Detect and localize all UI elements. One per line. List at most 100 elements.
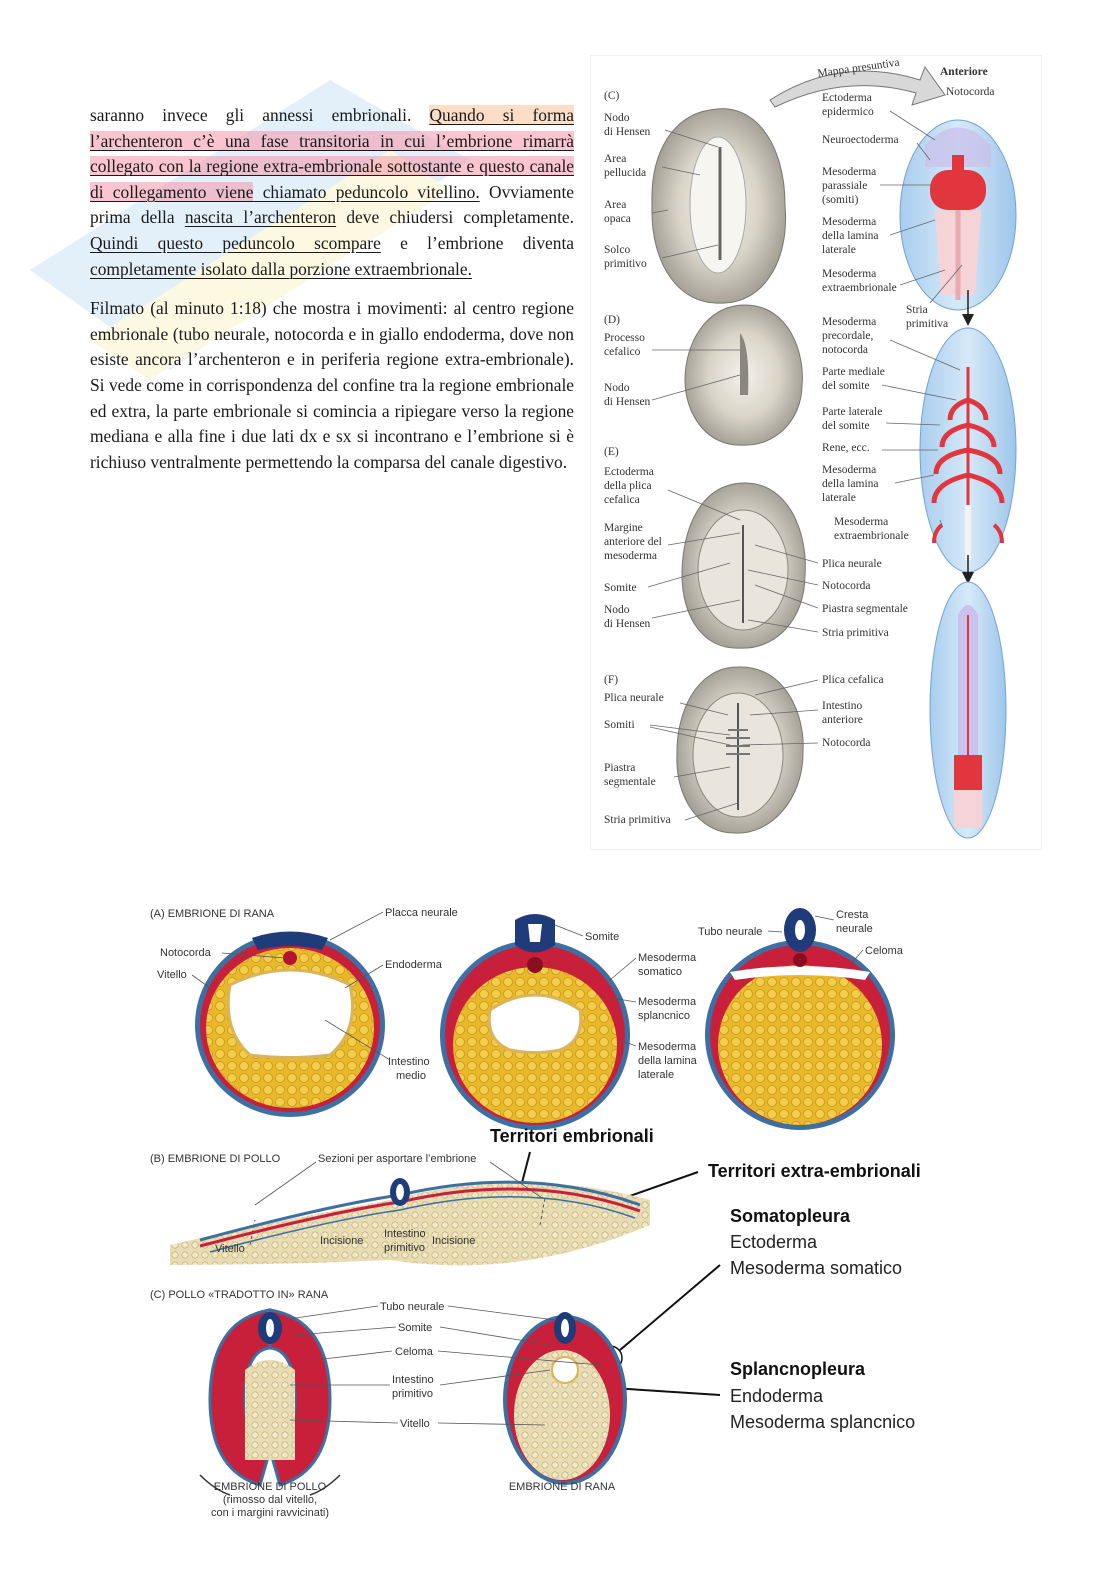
p1-e: Ovviamente prima della bbox=[90, 181, 574, 228]
svg-text:Somite: Somite bbox=[604, 582, 637, 594]
svg-text:cefalico: cefalico bbox=[604, 346, 641, 358]
svg-text:Mesoderma: Mesoderma bbox=[822, 216, 876, 228]
figure-cross-sections: (A) EMBRIONE DI RANA Placca neurale Noto… bbox=[150, 907, 921, 1519]
svg-text:Cresta: Cresta bbox=[836, 909, 869, 921]
p1-a: saranno invece gli annessi embrionali. bbox=[90, 105, 430, 125]
svg-text:Plica neurale: Plica neurale bbox=[822, 558, 882, 570]
title-B: (B) EMBRIONE DI POLLO bbox=[150, 1153, 281, 1165]
svg-text:Mesoderma: Mesoderma bbox=[822, 464, 876, 476]
svg-text:della lamina: della lamina bbox=[822, 478, 879, 490]
svg-text:Area: Area bbox=[604, 153, 626, 165]
svg-text:(somiti): (somiti) bbox=[822, 194, 859, 206]
svg-text:Vitello: Vitello bbox=[157, 969, 187, 981]
presumptive-map-3 bbox=[929, 581, 1007, 839]
svg-text:primitivo: primitivo bbox=[384, 1242, 425, 1254]
label-territori-embrionali: Territori embrionali bbox=[490, 1126, 654, 1146]
frog-section-2 bbox=[440, 914, 630, 1130]
svg-text:Incisione: Incisione bbox=[320, 1235, 363, 1247]
svg-text:precordale,: precordale, bbox=[822, 330, 874, 342]
svg-text:Vitello: Vitello bbox=[215, 1243, 245, 1255]
svg-text:Somiti: Somiti bbox=[604, 719, 635, 731]
svg-text:Stria primitiva: Stria primitiva bbox=[822, 627, 889, 639]
labels-C: Tubo neurale Somite Celoma Intestinoprim… bbox=[380, 1301, 444, 1430]
svg-text:Intestino: Intestino bbox=[388, 1056, 430, 1068]
svg-text:laterale: laterale bbox=[822, 492, 856, 504]
labels-C-right: Ectoderma epidermico Neuroectoderma Mesod… bbox=[822, 92, 899, 294]
letter-D: (D) bbox=[604, 314, 620, 326]
svg-text:epidermico: epidermico bbox=[822, 106, 874, 118]
svg-text:Vitello: Vitello bbox=[400, 1418, 430, 1430]
paragraph-2: Filmato (al minuto 1:18) che mostra i mo… bbox=[90, 298, 574, 472]
svg-text:Plica neurale: Plica neurale bbox=[604, 692, 664, 704]
body-text: saranno invece gli annessi embrionali. Q… bbox=[90, 103, 574, 489]
caption-pollo: EMBRIONE DI POLLO (rimosso dal vitello, … bbox=[211, 1481, 329, 1519]
svg-text:Intestino: Intestino bbox=[822, 700, 862, 712]
frog-section-3 bbox=[705, 908, 895, 1130]
svg-text:Solco: Solco bbox=[604, 244, 630, 256]
p1-g: deve chiudersi completamente. bbox=[336, 207, 574, 228]
svg-text:Notocorda: Notocorda bbox=[822, 580, 871, 592]
svg-text:Tubo neurale: Tubo neurale bbox=[380, 1301, 444, 1313]
svg-text:Notocorda: Notocorda bbox=[822, 737, 871, 749]
svg-text:Somite: Somite bbox=[585, 931, 619, 943]
svg-text:Piastra segmentale: Piastra segmentale bbox=[822, 603, 908, 615]
svg-text:somatico: somatico bbox=[638, 966, 682, 978]
presumptive-map-1 bbox=[899, 119, 1017, 311]
svg-text:anteriore del: anteriore del bbox=[604, 536, 662, 548]
labels-B: Vitello Incisione Intestino primitivo Inc… bbox=[215, 1228, 475, 1255]
frog-section-1 bbox=[195, 931, 385, 1117]
svg-text:Notocorda: Notocorda bbox=[160, 947, 212, 959]
svg-text:Mesoderma: Mesoderma bbox=[822, 316, 876, 328]
p1-h: Quindi questo peduncolo scompare bbox=[90, 232, 381, 253]
svg-text:Nodo: Nodo bbox=[604, 112, 630, 124]
svg-text:del somite: del somite bbox=[822, 420, 870, 432]
svg-text:con i margini ravvicinati): con i margini ravvicinati) bbox=[211, 1507, 329, 1519]
letter-E: (E) bbox=[604, 446, 619, 458]
svg-text:cefalica: cefalica bbox=[604, 494, 640, 506]
svg-text:opaca: opaca bbox=[604, 213, 631, 225]
svg-text:(rimosso dal vitello,: (rimosso dal vitello, bbox=[223, 1494, 317, 1506]
p1-d: chiamato peduncolo vitellino. bbox=[253, 181, 480, 202]
svg-text:Celoma: Celoma bbox=[395, 1346, 434, 1358]
svg-text:Piastra: Piastra bbox=[604, 762, 635, 774]
svg-text:Ectoderma: Ectoderma bbox=[822, 92, 872, 104]
svg-text:Mesoderma: Mesoderma bbox=[822, 166, 876, 178]
arrow-mappa-presuntiva bbox=[769, 65, 946, 108]
svg-text:Parte laterale: Parte laterale bbox=[822, 406, 882, 418]
svg-text:Margine: Margine bbox=[604, 522, 643, 534]
svg-text:Somite: Somite bbox=[398, 1322, 432, 1334]
caption-rana: EMBRIONE DI RANA bbox=[509, 1481, 616, 1493]
svg-text:Incisione: Incisione bbox=[432, 1235, 475, 1247]
svg-text:laterale: laterale bbox=[638, 1069, 674, 1081]
svg-text:pellucida: pellucida bbox=[604, 167, 646, 179]
svg-text:extraembrionale: extraembrionale bbox=[822, 282, 897, 294]
letter-C: (C) bbox=[604, 90, 620, 102]
svg-text:Mesoderma: Mesoderma bbox=[822, 268, 876, 280]
svg-text:Parte mediale: Parte mediale bbox=[822, 366, 885, 378]
svg-text:extraembrionale: extraembrionale bbox=[834, 530, 909, 542]
figure-chick-stages: Mappa presuntiva Anteriore Notocorda (C)… bbox=[590, 55, 1042, 850]
p1-highlight-orange: Quando si forma bbox=[429, 105, 574, 125]
splancnopleura-item-1: Endoderma bbox=[730, 1386, 824, 1406]
svg-text:Celoma: Celoma bbox=[865, 945, 904, 957]
svg-text:Nodo: Nodo bbox=[604, 604, 630, 616]
svg-text:Mesoderma: Mesoderma bbox=[638, 996, 697, 1008]
svg-text:Intestino: Intestino bbox=[384, 1228, 426, 1240]
svg-text:splancnico: splancnico bbox=[638, 1010, 690, 1022]
svg-text:della lamina: della lamina bbox=[822, 230, 879, 242]
svg-text:Mesoderma: Mesoderma bbox=[834, 516, 888, 528]
svg-text:Rene, ecc.: Rene, ecc. bbox=[822, 442, 870, 454]
title-C: (C) POLLO «TRADOTTO IN» RANA bbox=[150, 1289, 329, 1301]
svg-text:EMBRIONE DI POLLO: EMBRIONE DI POLLO bbox=[214, 1481, 327, 1493]
label-splancnopleura: Splancnopleura bbox=[730, 1359, 866, 1379]
svg-text:Processo: Processo bbox=[604, 332, 645, 344]
chick-section bbox=[170, 1178, 650, 1266]
svg-text:Intestino: Intestino bbox=[392, 1374, 434, 1386]
svg-text:del somite: del somite bbox=[822, 380, 870, 392]
svg-text:Neuroectoderma: Neuroectoderma bbox=[822, 134, 899, 146]
somatopleura-item-2: Mesoderma somatico bbox=[730, 1258, 902, 1278]
